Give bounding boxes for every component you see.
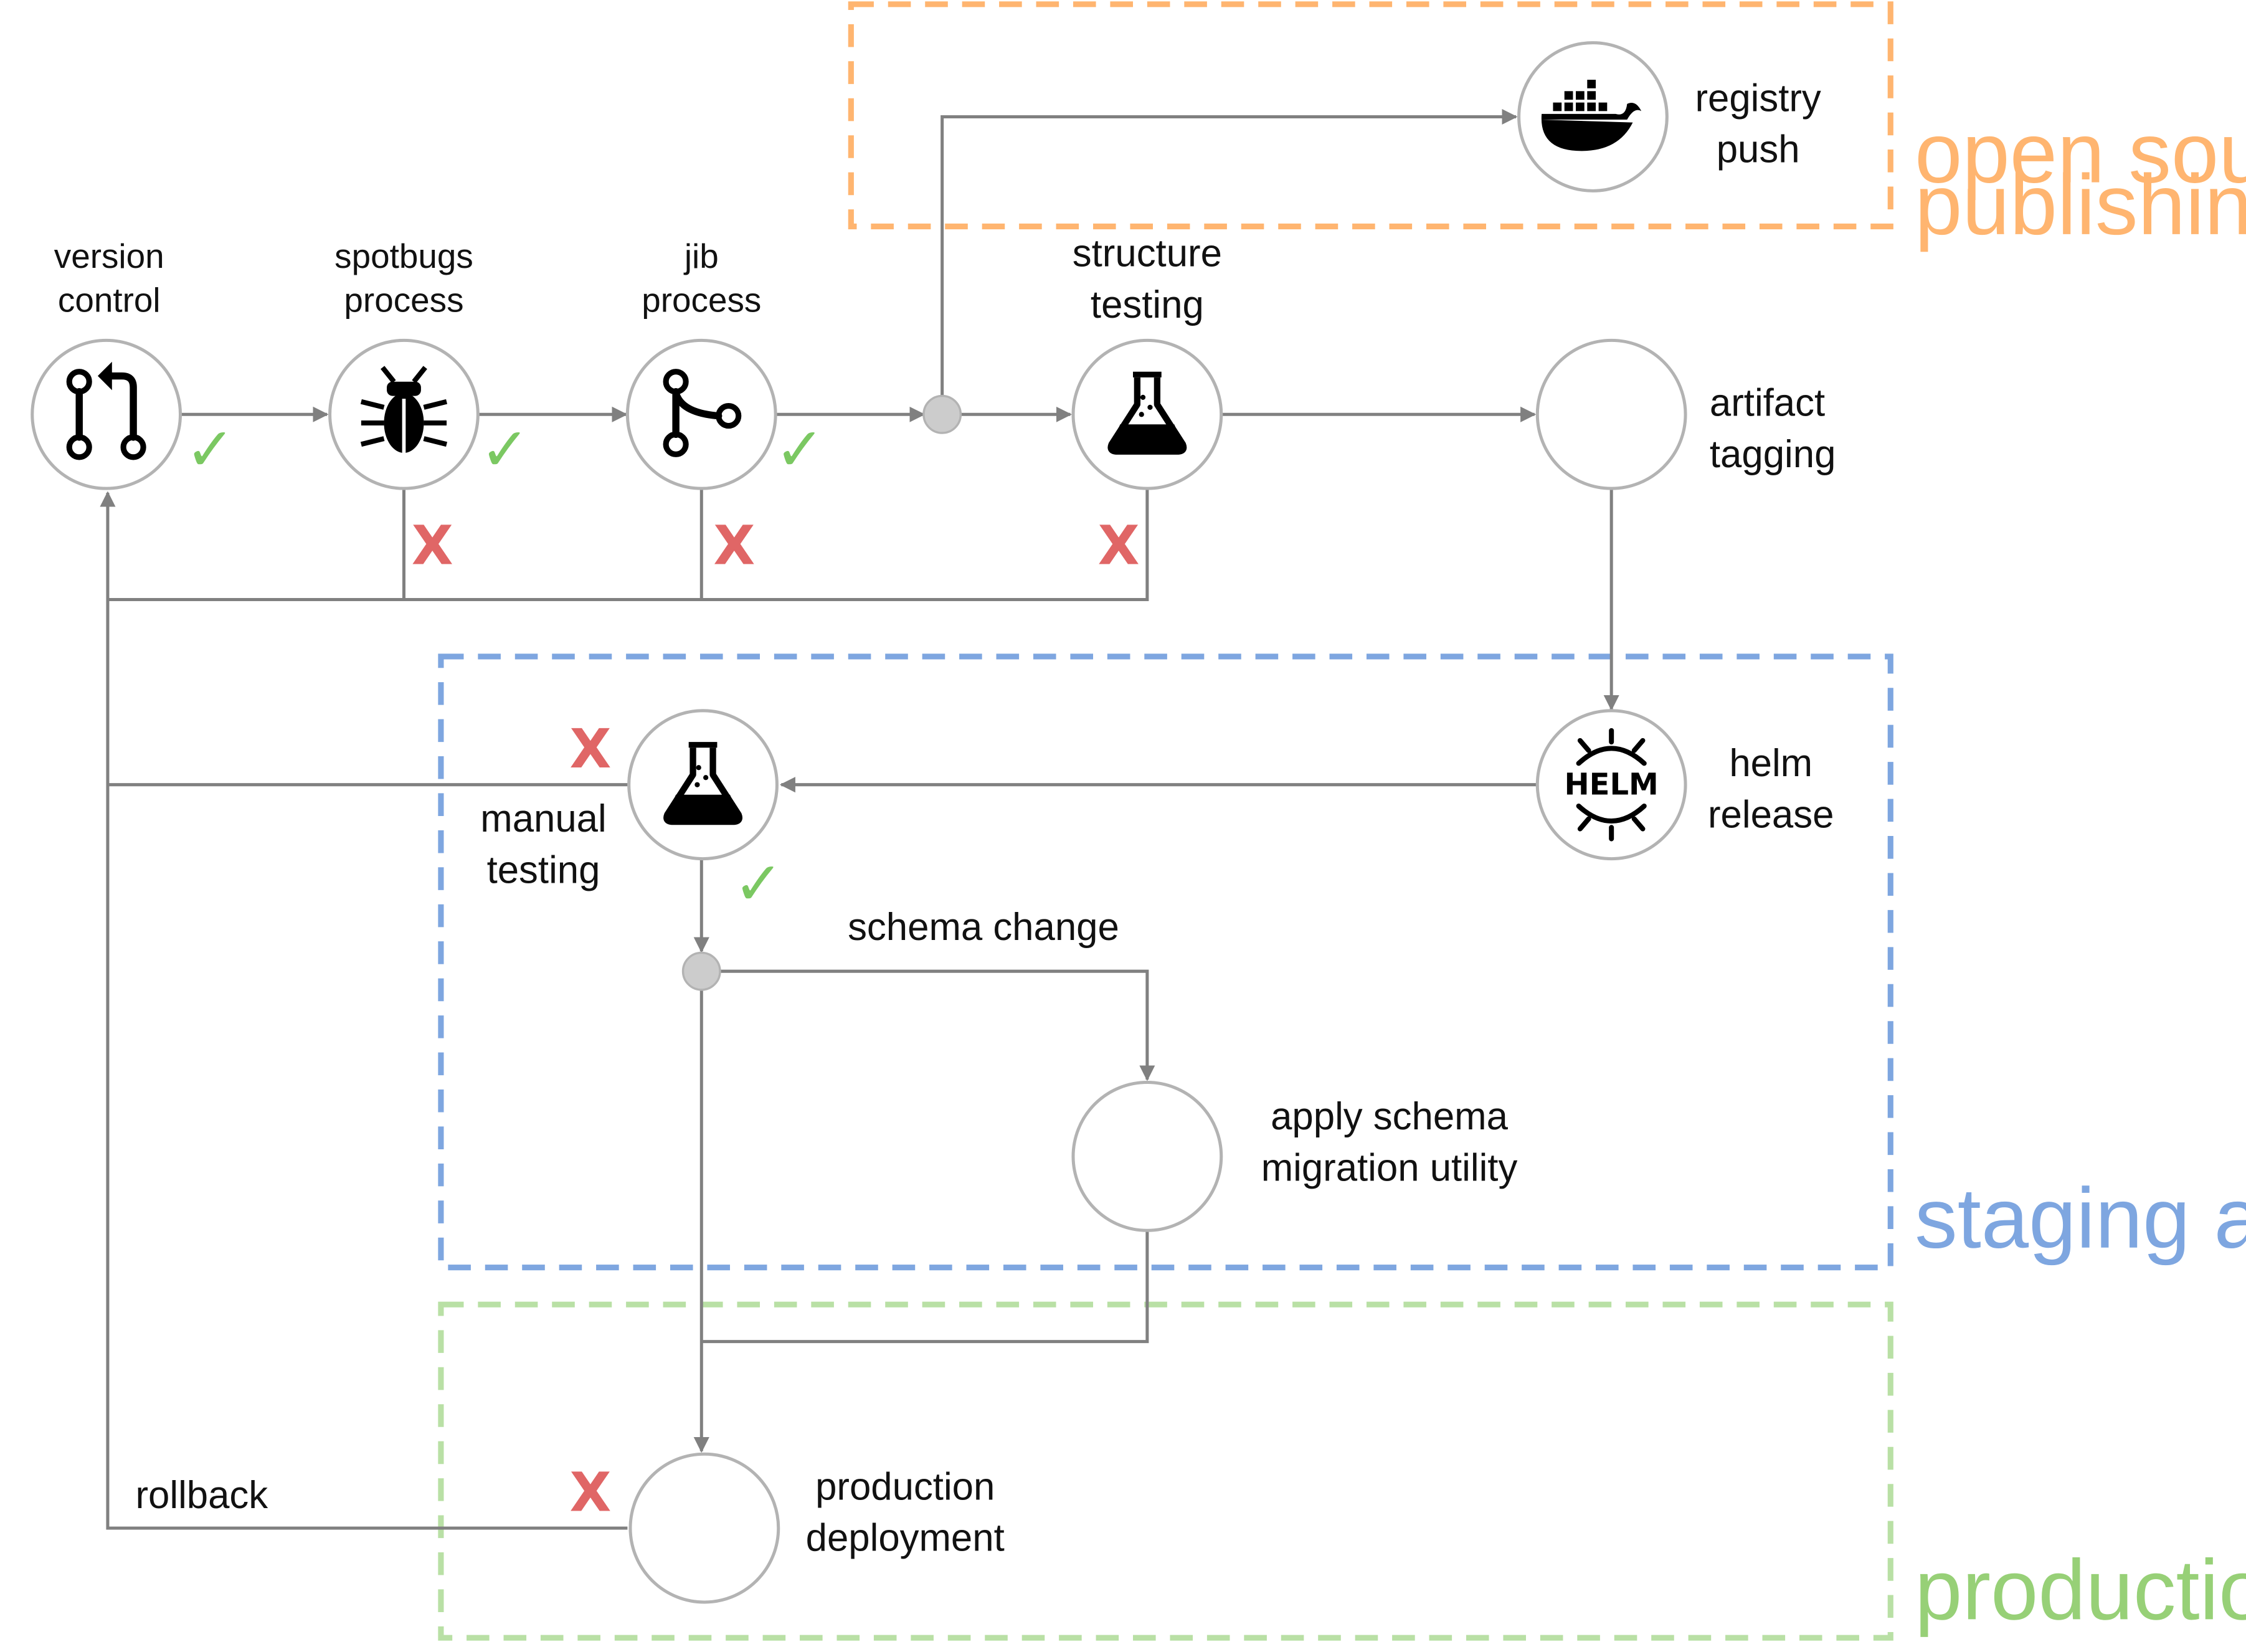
edge-structure-fail xyxy=(107,490,1149,602)
junction-publish xyxy=(922,394,962,434)
edges xyxy=(100,108,1619,1530)
rollback-label: rollback xyxy=(135,1474,268,1517)
node-registry-push[interactable] xyxy=(1517,41,1669,192)
fail-mark-production: X xyxy=(569,1461,611,1524)
fail-mark-manual-testing: X xyxy=(569,718,611,781)
production-area-label: production area xyxy=(1915,1542,2246,1638)
node-production-deployment[interactable] xyxy=(628,1452,780,1604)
node-spotbugs[interactable] xyxy=(328,338,480,490)
fail-mark-spotbugs: X xyxy=(412,514,453,577)
schema-change-label: schema change xyxy=(848,906,1119,949)
docker-whale-icon xyxy=(1541,80,1642,151)
edge-migration-production xyxy=(701,1230,1149,1344)
flask-icon xyxy=(1107,371,1187,455)
bug-icon xyxy=(360,366,448,453)
fail-mark-structure-testing: X xyxy=(1098,514,1140,577)
pass-mark-jib: ✓ xyxy=(775,414,825,484)
node-schema-migration[interactable] xyxy=(1071,1081,1223,1232)
open-source-area-label: open sourcepublishing area xyxy=(1915,106,2246,253)
edge-rollback xyxy=(100,491,628,1530)
node-structure-testing[interactable] xyxy=(1071,338,1223,490)
node-artifact-tagging[interactable] xyxy=(1535,338,1687,490)
git-branch-icon xyxy=(663,369,742,457)
staging-area-box xyxy=(438,653,1893,1271)
node-helm-release[interactable]: HELM xyxy=(1535,709,1687,861)
pass-mark-version-control: ✓ xyxy=(185,414,235,484)
helm-logo: HELM xyxy=(1565,728,1659,842)
pull-request-icon xyxy=(66,361,146,460)
node-version-control[interactable] xyxy=(31,338,182,490)
open-source-area-box xyxy=(848,1,1893,230)
staging-area-label: staging area xyxy=(1915,1171,2246,1266)
pass-mark-spotbugs: ✓ xyxy=(480,414,530,484)
edge-junction-registry xyxy=(941,108,1518,396)
production-area-box xyxy=(438,1301,1893,1641)
flask-icon xyxy=(663,742,742,825)
node-manual-testing[interactable] xyxy=(627,709,779,861)
node-jib[interactable] xyxy=(625,338,777,490)
junction-schema xyxy=(681,951,721,991)
helm-logo-text: HELM xyxy=(1565,767,1659,802)
pass-mark-manual-testing: ✓ xyxy=(734,849,784,919)
edge-schema-change xyxy=(720,969,1155,1081)
fail-mark-jib: X xyxy=(713,514,755,577)
